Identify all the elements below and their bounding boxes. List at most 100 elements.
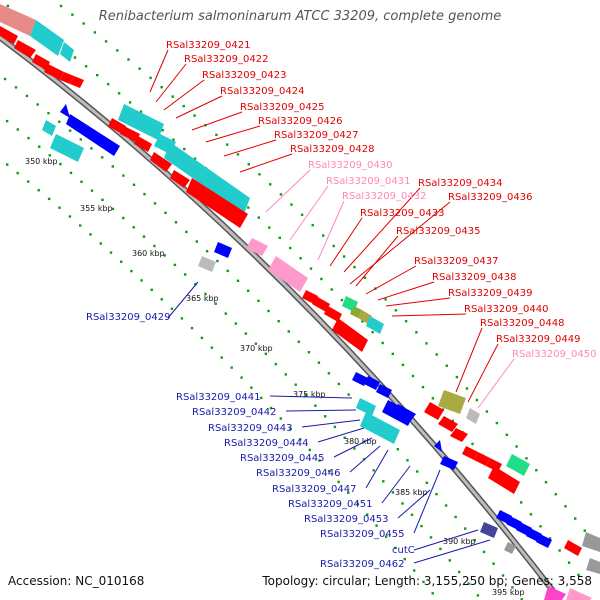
- tick-dot: [308, 448, 311, 452]
- tick-dot: [404, 320, 408, 323]
- feature-cyan-block: [360, 412, 400, 444]
- kbp-marker: 390 kbp: [443, 537, 476, 546]
- leader-line: [381, 465, 411, 504]
- gene-label[interactable]: RSal33209_0431: [326, 176, 410, 187]
- tick-dot: [382, 480, 385, 483]
- gene-label[interactable]: RSal33209_0426: [258, 116, 342, 127]
- gene-label[interactable]: RSal33209_0444: [224, 438, 308, 449]
- tick-dot: [284, 373, 287, 376]
- leader-line: [413, 529, 479, 551]
- gene-label[interactable]: RSal33209_0428: [290, 144, 374, 155]
- gene-label[interactable]: RSal33209_0446: [256, 468, 340, 479]
- tick-dot: [224, 312, 227, 315]
- feature-red-arrow: [312, 296, 330, 312]
- tick-dot: [204, 292, 207, 296]
- tick-dot: [3, 77, 7, 81]
- tick-dot: [558, 549, 561, 552]
- gene-label[interactable]: RSal33209_0453: [304, 514, 388, 525]
- kbp-marker: 385 kbp: [395, 488, 428, 497]
- feature-green-block: [506, 454, 530, 476]
- gene-label[interactable]: RSal33209_0449: [496, 334, 580, 345]
- tick-dot: [16, 128, 19, 131]
- tick-dot: [277, 320, 280, 323]
- tick-dot: [411, 374, 415, 378]
- feature-olive-block: [438, 390, 466, 414]
- gene-label[interactable]: RSal33209_0440: [464, 304, 548, 315]
- feature-red-arrow: [108, 118, 126, 134]
- kbp-marker: 395 kbp: [492, 588, 525, 597]
- tick-dot: [501, 574, 505, 577]
- gene-label[interactable]: RSal33209_0422: [184, 54, 268, 65]
- gene-label[interactable]: RSal33209_0441: [176, 392, 260, 403]
- gene-label[interactable]: RSal33209_0421: [166, 40, 250, 51]
- tick-dot: [471, 442, 474, 446]
- gene-label[interactable]: RSal33209_0455: [320, 529, 404, 540]
- gene-labels-left: RSal33209_0429RSal33209_0441RSal33209_04…: [86, 312, 415, 570]
- gene-label[interactable]: RSal33209_0435: [396, 226, 480, 237]
- leader-line: [301, 419, 361, 428]
- tick-dot: [59, 4, 63, 8]
- tick-dot: [90, 147, 93, 150]
- leader-line: [285, 409, 357, 412]
- leader-line: [205, 125, 261, 143]
- gene-label[interactable]: RSal33209_0433: [360, 208, 444, 219]
- tick-dot: [431, 592, 434, 595]
- tick-dot: [445, 364, 448, 367]
- tick-dot: [492, 562, 495, 565]
- gene-label[interactable]: RSal33209_0423: [202, 70, 286, 81]
- gene-label[interactable]: RSal33209_0427: [274, 130, 358, 141]
- gene-label[interactable]: RSal33209_0439: [448, 288, 532, 299]
- tick-dot: [410, 513, 414, 516]
- leader-line: [317, 427, 365, 443]
- gene-label[interactable]: RSal33209_0424: [220, 86, 304, 97]
- tick-dot: [465, 387, 469, 390]
- tick-dot: [309, 267, 313, 270]
- leader-line: [163, 79, 205, 111]
- kbp-marker: 360 kbp: [132, 249, 165, 258]
- tick-dot: [48, 154, 51, 157]
- tick-dot: [149, 76, 152, 80]
- tick-dot: [139, 110, 143, 113]
- tick-dot: [394, 546, 397, 550]
- tick-dot: [143, 192, 146, 196]
- tick-dot: [401, 363, 405, 367]
- gene-label[interactable]: RSal33209_0448: [480, 318, 564, 329]
- gene-label[interactable]: RSal33209_0437: [414, 256, 498, 267]
- feature-blue-block: [66, 114, 120, 156]
- feature-pink-block: [566, 588, 592, 600]
- tick-dot: [184, 273, 187, 276]
- gene-label[interactable]: RSal33209_0432: [342, 191, 426, 202]
- feature-blue-arrow: [440, 456, 458, 470]
- gene-label[interactable]: RSal33209_0430: [308, 160, 392, 171]
- tick-dot: [384, 298, 387, 301]
- gene-label[interactable]: RSal33209_0425: [240, 102, 324, 113]
- feature-red-arrow: [134, 136, 152, 152]
- tick-dot: [347, 393, 350, 396]
- gene-label[interactable]: RSal33209_0429: [86, 312, 170, 323]
- gene-label[interactable]: RSal33209_0451: [288, 499, 372, 510]
- gene-label[interactable]: RSal33209_0434: [418, 178, 502, 189]
- tick-dot: [79, 138, 82, 141]
- gene-label[interactable]: RSal33209_0445: [240, 453, 324, 464]
- leader-line: [175, 95, 223, 119]
- tick-dot: [406, 459, 409, 462]
- kbp-marker: 375 kbp: [293, 390, 326, 399]
- tick-dot: [476, 594, 480, 597]
- tick-dot: [247, 289, 250, 292]
- tick-dot: [554, 493, 557, 496]
- gene-label[interactable]: RSal33209_0443: [208, 423, 292, 434]
- tick-dot: [89, 233, 92, 236]
- gene-label[interactable]: RSal33209_0462: [320, 559, 404, 570]
- feature-red-arrow: [170, 170, 190, 188]
- gene-label[interactable]: RSal33209_0436: [448, 192, 532, 203]
- gene-label[interactable]: cutC: [392, 545, 415, 556]
- tick-dot: [307, 351, 311, 354]
- gene-label[interactable]: RSal33209_0438: [432, 272, 516, 283]
- gene-label[interactable]: RSal33209_0447: [272, 484, 356, 495]
- tick-dot: [215, 133, 218, 137]
- gene-label[interactable]: RSal33209_0442: [192, 407, 276, 418]
- tick-dot: [258, 173, 261, 176]
- tick-dot: [164, 211, 167, 214]
- gene-label[interactable]: RSal33209_0450: [512, 349, 596, 360]
- tick-dot: [116, 49, 119, 52]
